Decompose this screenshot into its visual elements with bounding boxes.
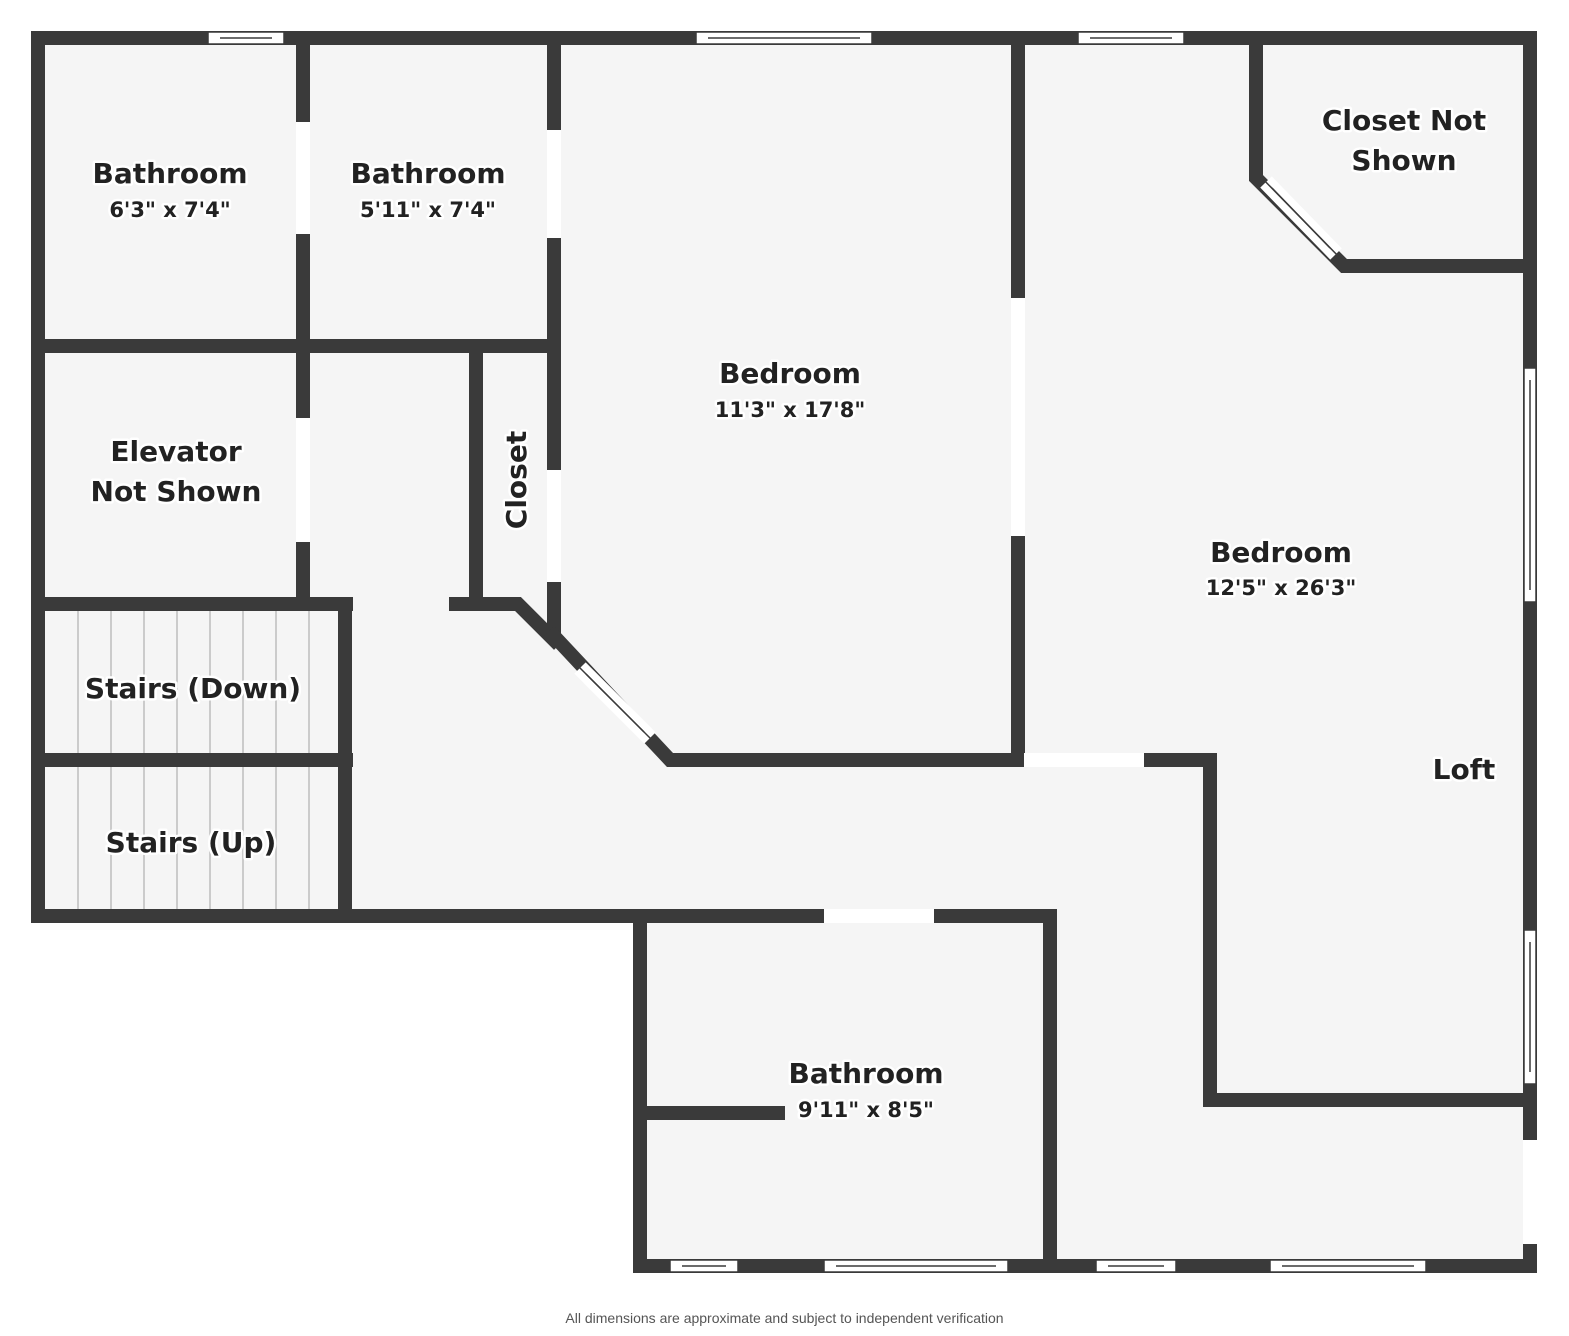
disclaimer-footnote: All dimensions are approximate and subje… xyxy=(565,1310,1004,1326)
room-name-line-1: Elevator xyxy=(110,435,241,468)
room-closet-not-shown: Closet Not Shown xyxy=(1319,102,1488,180)
room-elevator: Elevator Not Shown xyxy=(88,433,264,511)
room-name-line-1: Closet Not xyxy=(1322,104,1486,137)
room-bedroom-2: Bedroom 12'5" x 26'3" xyxy=(1203,534,1359,603)
room-dimensions: 12'5" x 26'3" xyxy=(1206,576,1357,600)
room-loft: Loft xyxy=(1430,751,1498,789)
room-name: Stairs (Up) xyxy=(106,826,277,859)
room-name-line-2: Shown xyxy=(1351,144,1456,177)
room-dimensions: 11'3" x 17'8" xyxy=(715,398,866,422)
room-name: Bedroom xyxy=(1210,536,1352,569)
room-closet: Closet xyxy=(498,428,536,531)
room-bathroom-3: Bathroom 9'11" x 8'5" xyxy=(786,1055,946,1125)
window-diagonals xyxy=(573,175,1343,745)
room-bathroom-2: Bathroom 5'11" x 7'4" xyxy=(348,155,508,225)
windows xyxy=(207,31,1537,1273)
room-name: Loft xyxy=(1433,753,1496,786)
room-dimensions: 5'11" x 7'4" xyxy=(360,198,496,222)
room-name-line-2: Not Shown xyxy=(91,475,262,508)
room-name: Bedroom xyxy=(719,357,861,390)
room-bedroom-1: Bedroom 11'3" x 17'8" xyxy=(712,355,868,425)
stairs-treads xyxy=(77,611,310,909)
room-bathroom-1: Bathroom 6'3" x 7'4" xyxy=(90,155,250,225)
room-name: Bathroom xyxy=(350,157,505,190)
room-dimensions: 9'11" x 8'5" xyxy=(798,1098,934,1122)
room-name: Bathroom xyxy=(92,157,247,190)
room-name: Bathroom xyxy=(788,1057,943,1090)
room-dimensions: 6'3" x 7'4" xyxy=(109,198,230,222)
room-name: Closet xyxy=(500,431,533,529)
room-stairs-up: Stairs (Up) xyxy=(103,824,279,862)
room-name: Stairs (Down) xyxy=(85,672,301,705)
room-stairs-down: Stairs (Down) xyxy=(82,670,303,708)
